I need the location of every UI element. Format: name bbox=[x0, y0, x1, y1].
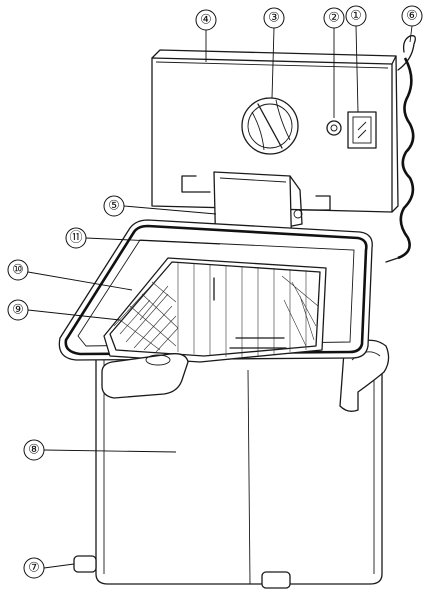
callout-6: ⑥ bbox=[401, 5, 423, 27]
callout-3-label: ③ bbox=[268, 11, 280, 26]
callout-10: ⑩ bbox=[7, 259, 29, 281]
callout-8-label: ⑧ bbox=[28, 443, 40, 458]
feet bbox=[73, 555, 291, 589]
callout-2: ② bbox=[323, 7, 345, 29]
callout-1: ① bbox=[345, 5, 367, 27]
callout-5-label: ⑤ bbox=[108, 199, 120, 214]
callout-11-label: ⑪ bbox=[69, 231, 82, 246]
basket-handle bbox=[101, 353, 189, 399]
callout-1-label: ① bbox=[350, 9, 362, 24]
frying-basket bbox=[103, 257, 327, 363]
callout-7-label: ⑦ bbox=[28, 561, 40, 576]
power-cord bbox=[385, 35, 416, 263]
callout-3: ③ bbox=[263, 7, 285, 29]
power-switch bbox=[347, 111, 377, 149]
callout-7: ⑦ bbox=[23, 557, 45, 579]
callout-10-label: ⑩ bbox=[12, 263, 24, 278]
lid-rest-brackets bbox=[181, 175, 331, 211]
callout-4-label: ④ bbox=[200, 13, 212, 28]
callout-4: ④ bbox=[195, 9, 217, 31]
fryer-body bbox=[95, 339, 383, 585]
indicator-light bbox=[326, 120, 342, 136]
callout-8: ⑧ bbox=[23, 439, 45, 461]
callout-group bbox=[27, 25, 413, 569]
temperature-knob bbox=[241, 97, 299, 155]
callout-5: ⑤ bbox=[103, 195, 125, 217]
callout-9: ⑨ bbox=[7, 299, 29, 321]
callout-6-label: ⑥ bbox=[406, 9, 418, 24]
callout-2-label: ② bbox=[328, 11, 340, 26]
callout-11: ⑪ bbox=[65, 227, 87, 249]
callout-9-label: ⑨ bbox=[12, 303, 24, 318]
